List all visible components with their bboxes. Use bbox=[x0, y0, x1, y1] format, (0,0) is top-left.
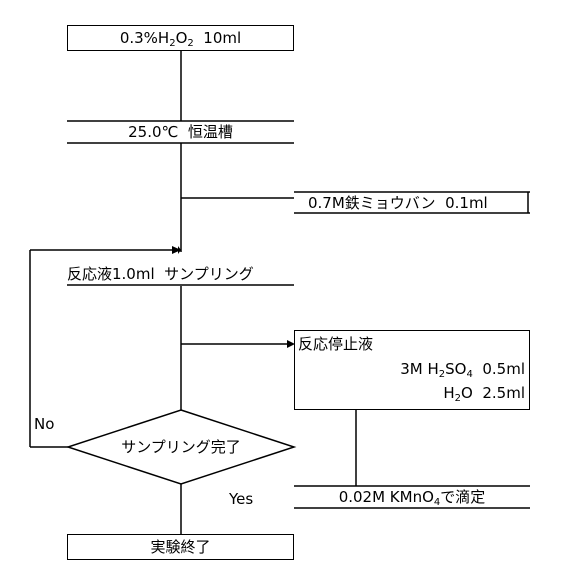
loop-arrowhead-tip-icon bbox=[172, 246, 181, 254]
stop-line1: 3M H2SO4 0.5ml bbox=[400, 360, 525, 380]
alum-label: 0.7M鉄ミョウバン 0.1ml bbox=[308, 194, 488, 212]
start-box: 0.3%H2O2 10ml bbox=[67, 25, 294, 51]
no-label: No bbox=[34, 415, 55, 433]
stop-line2: H2O 2.5ml bbox=[443, 384, 525, 404]
end-label: 実験終了 bbox=[150, 538, 211, 556]
stop-arrowhead-icon bbox=[287, 340, 295, 348]
bath-label: 25.0℃ 恒温槽 bbox=[128, 123, 233, 141]
stop-box: 反応停止液 3M H2SO4 0.5ml H2O 2.5ml bbox=[294, 330, 530, 410]
sampling-label: 反応液1.0ml サンプリング bbox=[67, 265, 254, 283]
yes-label: Yes bbox=[229, 490, 254, 508]
end-box: 実験終了 bbox=[67, 534, 294, 560]
start-label: 0.3%H2O2 10ml bbox=[119, 29, 242, 49]
decision-diamond bbox=[65, 409, 297, 485]
stop-title: 反応停止液 bbox=[298, 335, 374, 353]
decision-label: サンプリング完了 bbox=[121, 438, 241, 456]
titrate-label: 0.02M KMnO4で滴定 bbox=[338, 488, 486, 508]
